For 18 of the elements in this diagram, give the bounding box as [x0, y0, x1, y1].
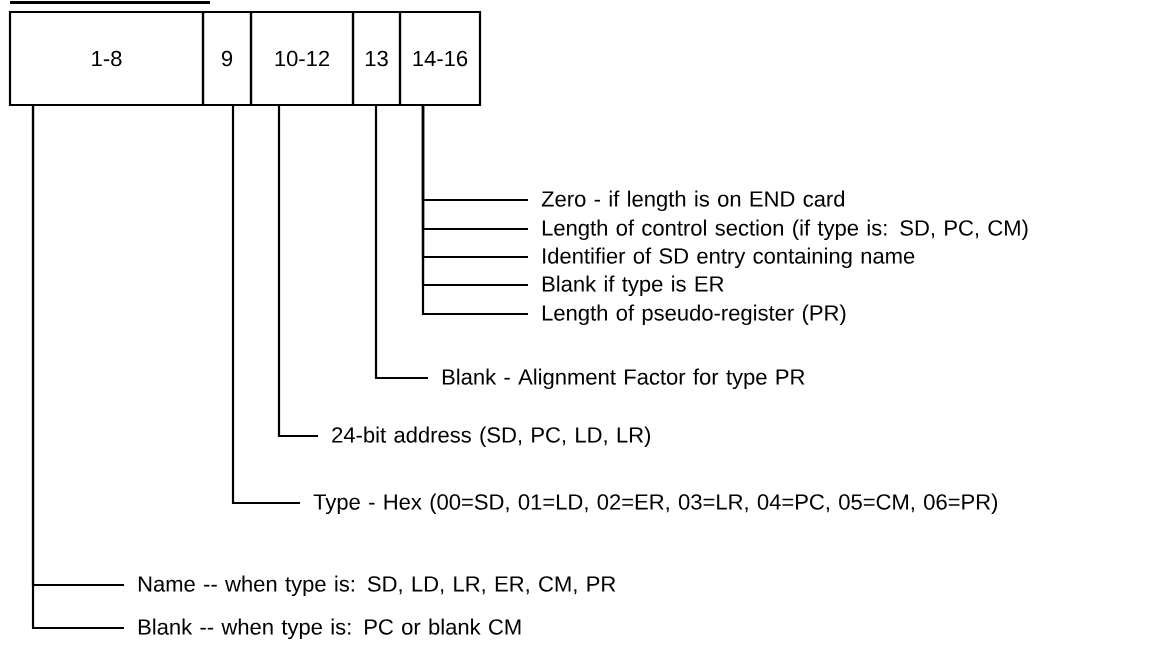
- field-description: Name -- when type is: SD, LD, LR, ER, CM, PR: [138, 575, 616, 597]
- field-cell: 13: [351, 10, 402, 107]
- field-cell: 14-16: [398, 10, 482, 107]
- field-description: Length of pseudo-register (PR): [542, 304, 846, 326]
- field-description: Blank if type is ER: [542, 275, 724, 297]
- field-description: Blank - Alignment Factor for type PR: [442, 368, 805, 390]
- field-cell: 10-12: [249, 10, 355, 107]
- field-description: Blank -- when type is: PC or blank CM: [138, 618, 521, 640]
- field-description: Type - Hex (00=SD, 01=LD, 02=ER, 03=LR, 04=PC, 05=CM, 06=PR): [313, 493, 998, 515]
- field-cell: 1-8: [8, 10, 205, 107]
- field-description: Length of control section (if type is: SD, PC, CM): [542, 219, 1028, 241]
- field-cell: 9: [201, 10, 253, 107]
- field-description: Zero - if length is on END card: [541, 190, 845, 212]
- field-description: 24-bit address (SD, PC, LD, LR): [332, 426, 650, 448]
- field-description: Identifier of SD entry containing name: [543, 247, 915, 269]
- leader-line: [231, 106, 300, 505]
- leader-line: [374, 106, 428, 380]
- leader-line: [277, 106, 318, 438]
